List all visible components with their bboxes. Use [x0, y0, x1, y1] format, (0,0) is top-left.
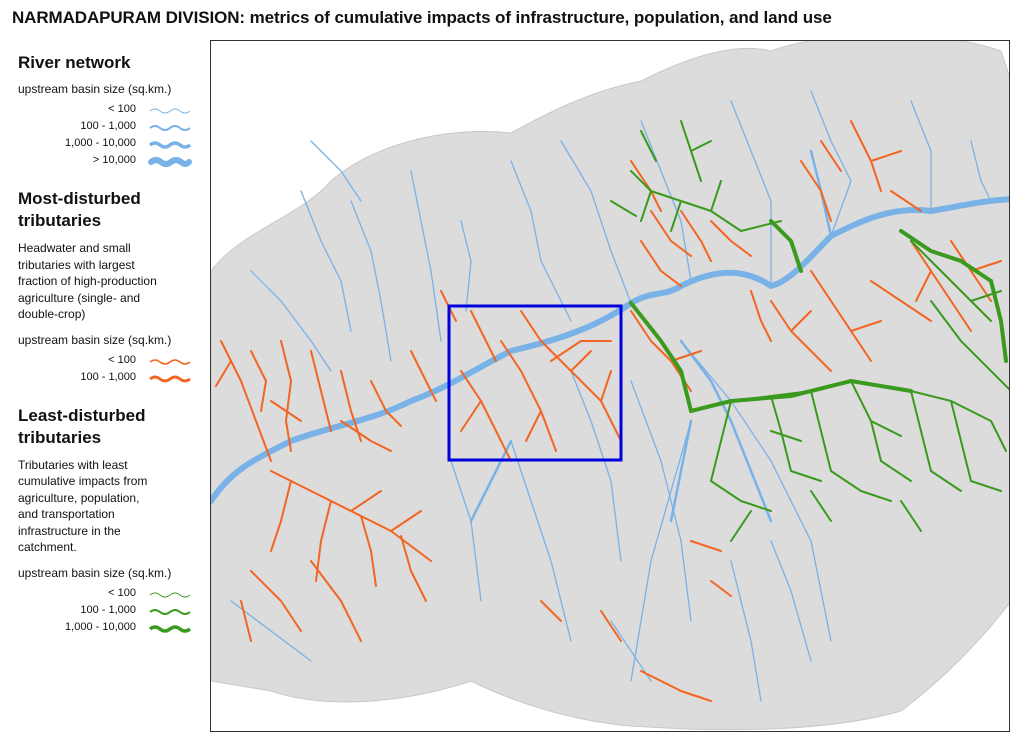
map-canvas: [211, 41, 1009, 731]
legend-least-class-2-swatch: [149, 608, 191, 615]
legend-river-class-3: 1,000 - 10,000: [18, 136, 208, 153]
legend-river-class-1-swatch: [149, 108, 191, 114]
map-title: NARMADAPURAM DIVISION: metrics of cumula…: [12, 8, 832, 27]
legend-least-description: Tributaries with least cumulative impact…: [18, 457, 208, 556]
legend-least-class-1-swatch: [149, 592, 191, 597]
legend-least-desc-line: infrastructure in the: [18, 523, 121, 538]
legend-most-subtitle: upstream basin size (sq.km.): [18, 332, 172, 347]
legend-river-class-2-swatch: [149, 125, 191, 131]
legend-most-desc-line: Headwater and small: [18, 241, 131, 255]
legend-river-class-4: > 10,000: [18, 153, 208, 170]
legend-river-class-4-label: > 10,000: [92, 154, 136, 166]
legend-river-class-1-label: < 100: [108, 103, 136, 115]
legend-least-desc-line: agriculture, population,: [18, 490, 140, 505]
legend-most-desc-line: agriculture (single- and: [18, 290, 141, 305]
legend-most-class-2-label: 100 - 1,000: [80, 370, 136, 383]
legend-least-desc-line: catchment.: [18, 540, 77, 554]
legend-least-class-3: 1,000 - 10,000: [18, 620, 208, 637]
legend-least-desc-line: and transportation: [18, 507, 115, 521]
least-disturbed-tributaries: [610, 120, 1009, 542]
least-disturbed-major: [629, 219, 1008, 413]
legend-river-heading: River network: [18, 53, 131, 72]
legend-least-desc-line: cumulative impacts from: [18, 474, 148, 488]
legend-least-desc-line: Tributaries with least: [18, 457, 128, 472]
legend-river-network: River network upstream basin size (sq.km…: [18, 52, 208, 170]
legend-river-class-2: 100 - 1,000: [18, 119, 208, 136]
legend-river-class-3-swatch: [148, 141, 192, 149]
legend-river-subtitle: upstream basin size (sq.km.): [18, 82, 172, 96]
legend-most-disturbed: Most-disturbed tributaries Headwater and…: [18, 188, 208, 387]
map-legend: River network upstream basin size (sq.km…: [18, 52, 208, 637]
legend-most-heading-line2: tributaries: [18, 211, 102, 230]
legend-most-desc-line: double-crop): [18, 307, 86, 321]
legend-most-desc-line: tributaries with largest: [18, 257, 135, 272]
legend-river-class-2-label: 100 - 1,000: [80, 120, 136, 132]
legend-least-class-3-label: 1,000 - 10,000: [65, 620, 136, 633]
legend-least-class-2: 100 - 1,000: [18, 603, 208, 620]
legend-least-class-1: < 100: [18, 586, 208, 603]
legend-least-heading-line2: tributaries: [18, 427, 102, 447]
legend-most-desc-line: fraction of high-production: [18, 274, 157, 288]
legend-most-class-1-label: < 100: [108, 353, 136, 366]
legend-least-disturbed: Least-disturbed tributaries Tributaries …: [18, 405, 208, 637]
legend-least-class-1-label: < 100: [108, 586, 136, 599]
legend-river-class-4-swatch: [148, 157, 192, 167]
legend-most-heading-line1: Most-disturbed: [18, 189, 141, 208]
legend-most-class-1-swatch: [149, 358, 191, 365]
map-frame: [210, 40, 1010, 732]
legend-most-description: Headwater and small tributaries with lar…: [18, 240, 208, 323]
highlight-box: [447, 304, 623, 462]
legend-most-class-2: 100 - 1,000: [18, 370, 208, 387]
legend-least-heading-line1: Least-disturbed: [18, 405, 146, 425]
legend-least-class-2-label: 100 - 1,000: [80, 603, 136, 616]
legend-most-class-1: < 100: [18, 353, 208, 370]
legend-least-subtitle: upstream basin size (sq.km.): [18, 565, 172, 580]
legend-river-class-1: < 100: [18, 102, 208, 119]
river-network-medium: [469, 149, 833, 523]
main-river: [211, 196, 1009, 504]
division-basin-area: [211, 41, 1009, 731]
legend-river-class-3-label: 1,000 - 10,000: [65, 137, 136, 149]
legend-least-class-3-swatch: [148, 624, 192, 633]
legend-most-class-2-swatch: [149, 375, 191, 382]
